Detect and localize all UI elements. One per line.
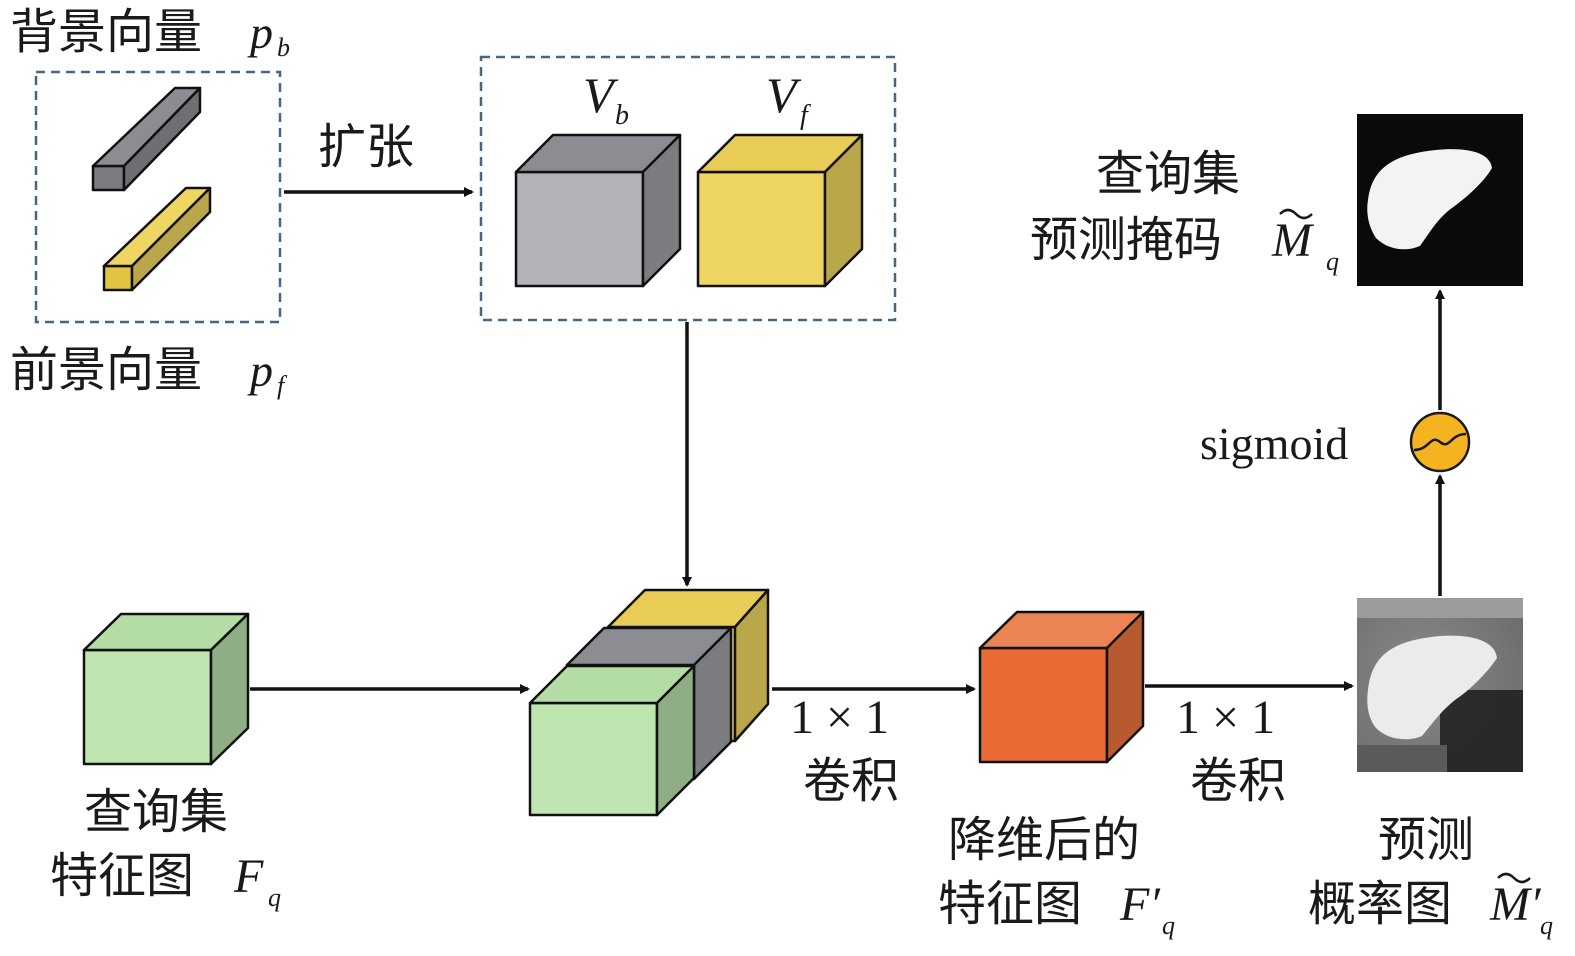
svg-text:V: V [583, 67, 619, 123]
fg-vector-bar [102, 186, 212, 292]
vectors-dashed-box [34, 70, 282, 324]
vb-cube [514, 133, 682, 288]
sigmoid-icon [1409, 411, 1471, 473]
vf-label: V f [766, 67, 811, 131]
svg-text:M: M [1271, 214, 1315, 267]
svg-text:q: q [1540, 911, 1553, 940]
svg-text:b: b [277, 33, 290, 62]
svg-text:f: f [800, 100, 811, 131]
volumes-dashed-box [479, 55, 897, 322]
bg-vector-label: 背景向量 p b [10, 4, 290, 62]
svg-text:卷积: 卷积 [803, 753, 899, 809]
vf-cube [696, 133, 864, 288]
predicted-mask-image [1357, 114, 1523, 286]
vb-label: V b [583, 67, 629, 131]
svg-text:特征图: 特征图 [938, 876, 1082, 932]
svg-text:特征图: 特征图 [50, 848, 194, 904]
svg-text:预测掩码: 预测掩码 [1030, 212, 1222, 268]
probability-map-label: 预测 概率图 M′ q [1308, 812, 1553, 940]
reduced-feature-label: 降维后的 特征图 F′ q [938, 812, 1175, 940]
fg-vector-label: 前景向量 p f [10, 342, 288, 400]
bg-vector-bar [91, 86, 202, 192]
query-feature-label: 查询集 特征图 F q [50, 784, 281, 912]
svg-text:前景向量: 前景向量 [10, 342, 202, 398]
svg-text:p: p [247, 7, 273, 58]
svg-text:V: V [766, 67, 802, 123]
svg-text:背景向量: 背景向量 [10, 4, 202, 60]
predicted-mask-label: 查询集 预测掩码 M q [1030, 146, 1339, 276]
svg-text:M′: M′ [1489, 878, 1542, 931]
svg-text:q: q [1326, 247, 1339, 276]
svg-text:1 × 1: 1 × 1 [1176, 691, 1275, 744]
svg-text:降维后的: 降维后的 [948, 812, 1140, 868]
reduced-feature-cube [978, 610, 1145, 764]
svg-text:查询集: 查询集 [1096, 146, 1240, 202]
svg-text:b: b [615, 100, 629, 131]
svg-text:f: f [277, 371, 288, 400]
concat-stack [528, 588, 770, 817]
conv2-label: 1 × 1 卷积 [1176, 691, 1286, 809]
svg-text:q: q [268, 883, 281, 912]
tilde-mark [1279, 208, 1313, 220]
svg-text:预测: 预测 [1378, 812, 1474, 868]
probability-map-image [1357, 598, 1523, 772]
svg-text:p: p [247, 345, 273, 396]
svg-text:F: F [233, 850, 264, 903]
sigmoid-label: sigmoid [1200, 418, 1348, 469]
query-feature-cube [82, 612, 250, 766]
svg-text:概率图: 概率图 [1308, 876, 1452, 932]
conv1-label: 1 × 1 卷积 [790, 691, 899, 809]
svg-text:1 × 1: 1 × 1 [790, 691, 889, 744]
svg-text:卷积: 卷积 [1190, 753, 1286, 809]
svg-text:q: q [1162, 911, 1175, 940]
expand-label: 扩张 [318, 119, 414, 175]
svg-text:查询集: 查询集 [84, 784, 228, 840]
svg-text:F′: F′ [1119, 878, 1161, 931]
tilde-mark [1497, 872, 1531, 884]
